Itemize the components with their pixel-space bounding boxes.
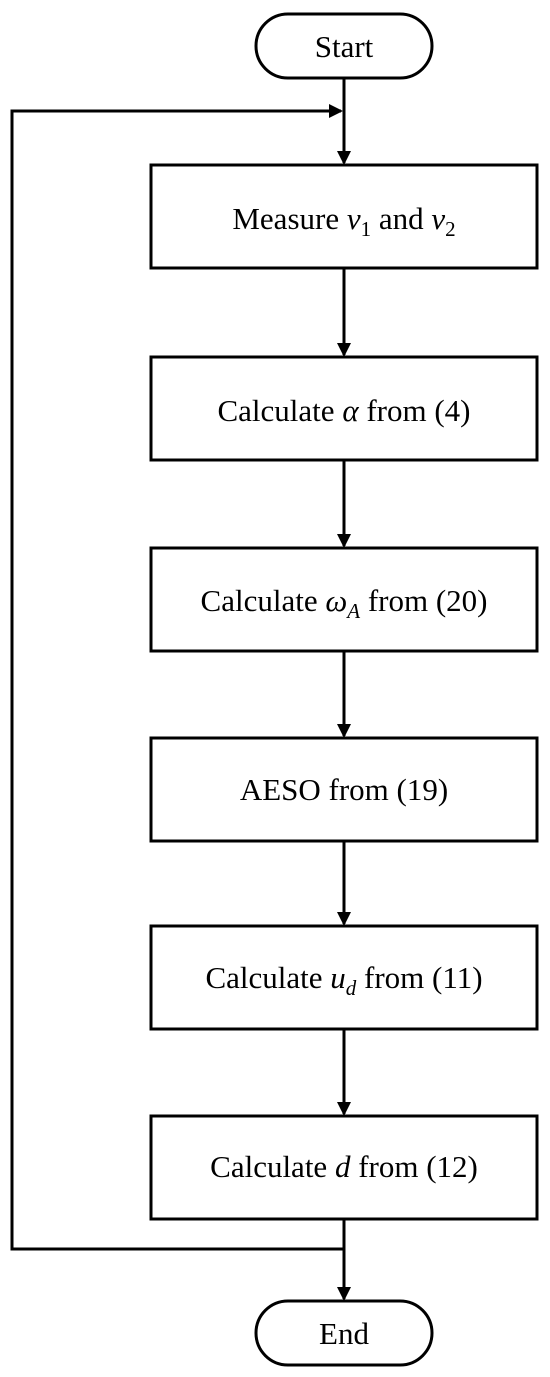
step-box-calc-omega — [149, 546, 539, 653]
step-label-calc-omega: Calculate ωA from (20) — [201, 583, 488, 623]
step-label-calc-alpha: Calculate α from (4) — [218, 393, 471, 428]
step-box-calc-d — [149, 1114, 539, 1221]
start-label: Start — [315, 29, 374, 64]
loop-back-connector — [10, 104, 344, 1251]
step-label-measure: Measure v1 and v2 — [232, 201, 455, 241]
end-label: End — [319, 1316, 369, 1351]
step-box-calc-ud — [149, 924, 539, 1031]
end-terminal — [254, 1299, 434, 1367]
step-box-aeso — [149, 736, 539, 843]
step-label-aeso: AESO from (19) — [240, 772, 448, 807]
step-label-calc-ud: Calculate ud from (11) — [205, 960, 482, 1000]
step-box-measure — [149, 163, 539, 270]
step-label-calc-d: Calculate d from (12) — [210, 1149, 478, 1184]
